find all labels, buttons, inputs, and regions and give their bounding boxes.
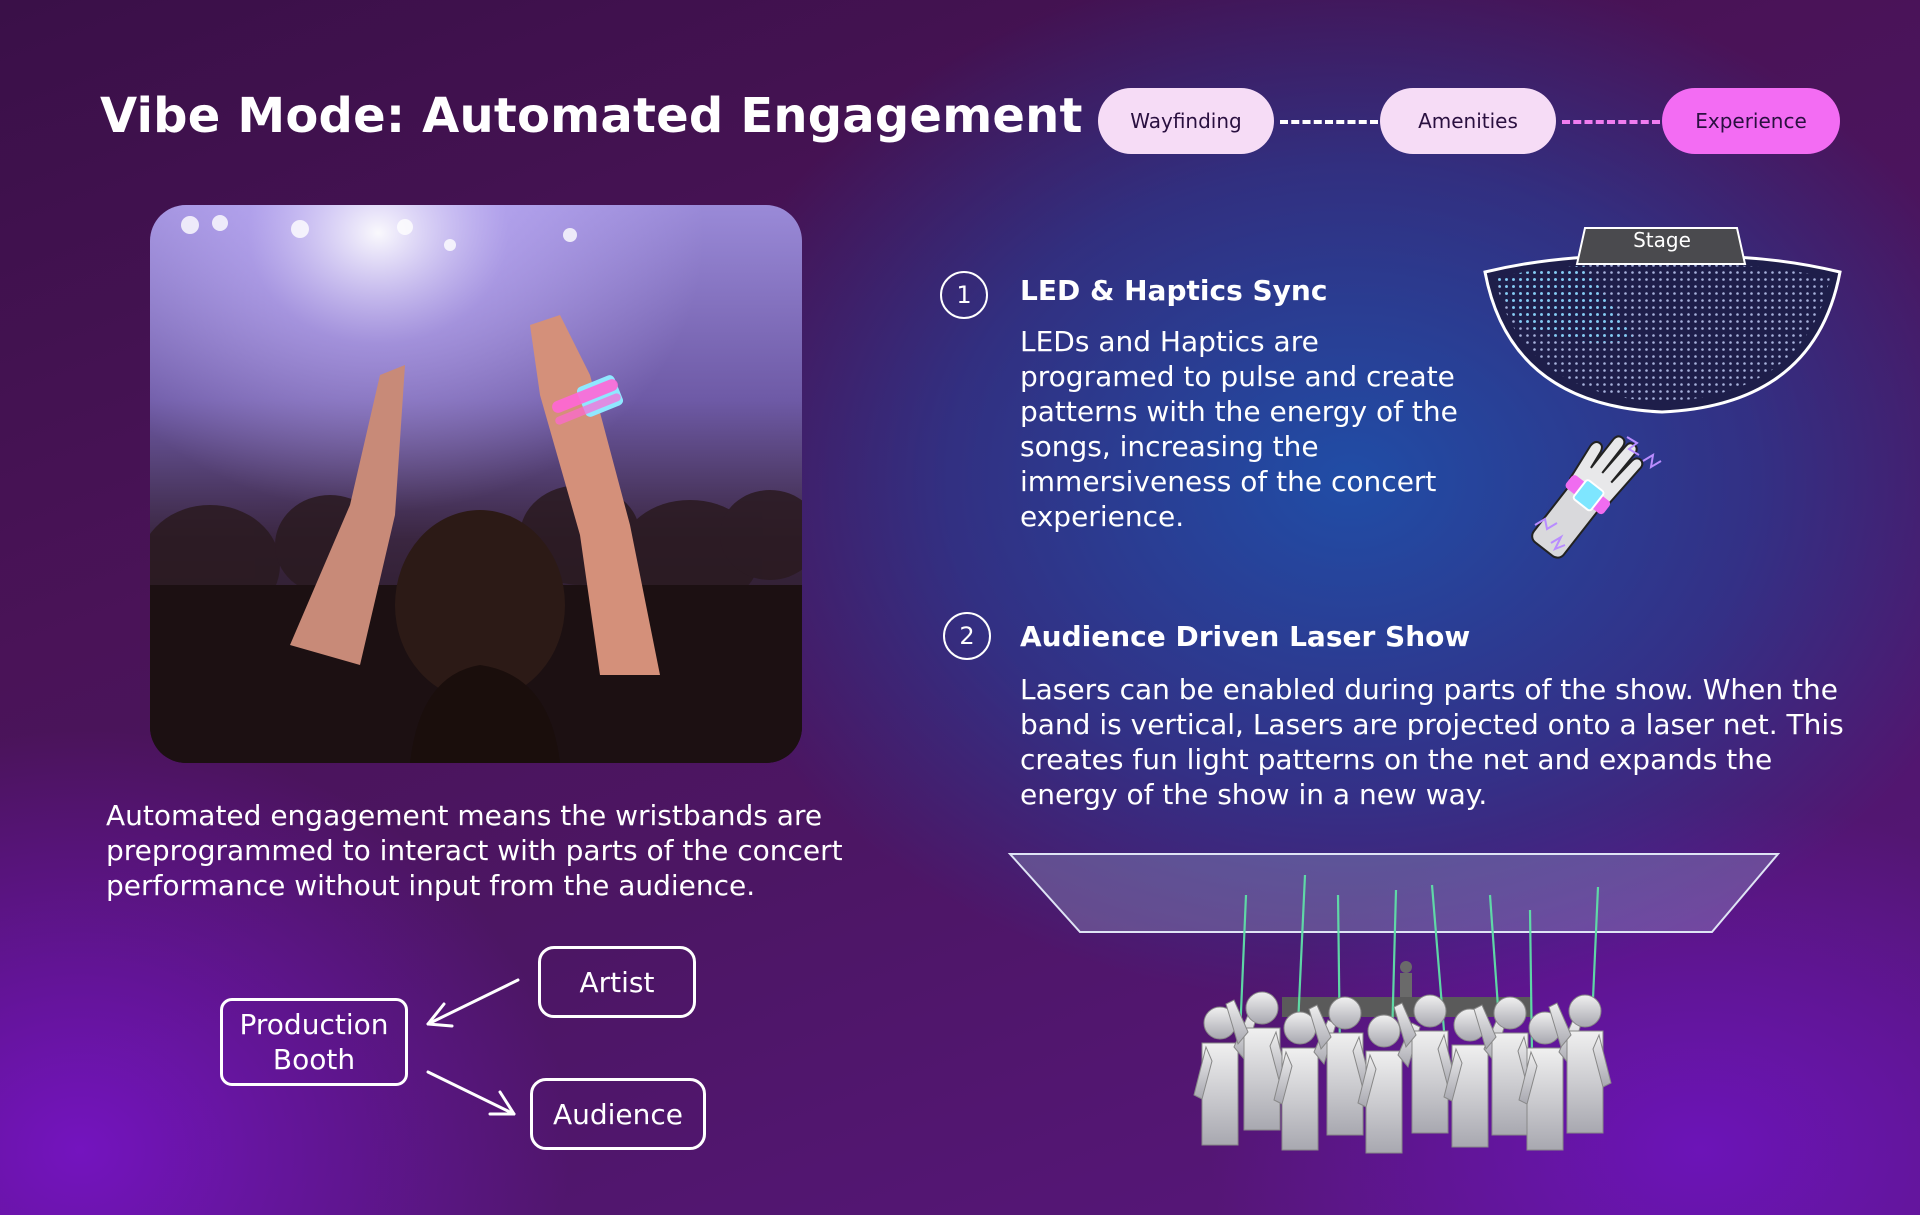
- laser-show-illustration: [1007, 853, 1781, 1154]
- concert-photo: [150, 205, 802, 763]
- section-1-title: LED & Haptics Sync: [1020, 274, 1328, 307]
- step-wayfinding[interactable]: Wayfinding: [1098, 88, 1274, 154]
- intro-text: Automated engagement means the wristband…: [106, 799, 843, 902]
- artist-box: Artist: [538, 946, 696, 1018]
- step-amenities[interactable]: Amenities: [1380, 88, 1556, 154]
- section-1-body: LEDs and Haptics are programed to pulse …: [1020, 325, 1458, 533]
- step-connector: [1280, 120, 1378, 124]
- stage-label: Stage: [1633, 228, 1691, 252]
- production-booth-line2: Booth: [272, 1043, 356, 1076]
- section-2-title: Audience Driven Laser Show: [1020, 620, 1471, 653]
- section-1-number: 1: [940, 271, 988, 319]
- audience-figure: [1193, 1006, 1257, 1146]
- step-experience[interactable]: Experience: [1662, 88, 1840, 154]
- section-2-number: 2: [943, 612, 991, 660]
- audience-figure: [1308, 996, 1372, 1136]
- section-2-body: Lasers can be enabled during parts of th…: [1020, 673, 1844, 811]
- step-connector: [1562, 120, 1660, 124]
- wristband-hand-icon: [1531, 435, 1662, 559]
- audience-figure: [1548, 994, 1612, 1134]
- audience-figure: [1393, 994, 1457, 1134]
- flow-arrows: [426, 978, 520, 1116]
- production-booth-line1: Production: [239, 1008, 389, 1041]
- audience-figure: [1473, 996, 1537, 1136]
- production-booth-box: Production Booth: [220, 998, 408, 1086]
- stadium-illustration: [1483, 227, 1842, 414]
- audience-box: Audience: [530, 1078, 706, 1150]
- page-title: Vibe Mode: Automated Engagement: [100, 88, 1083, 144]
